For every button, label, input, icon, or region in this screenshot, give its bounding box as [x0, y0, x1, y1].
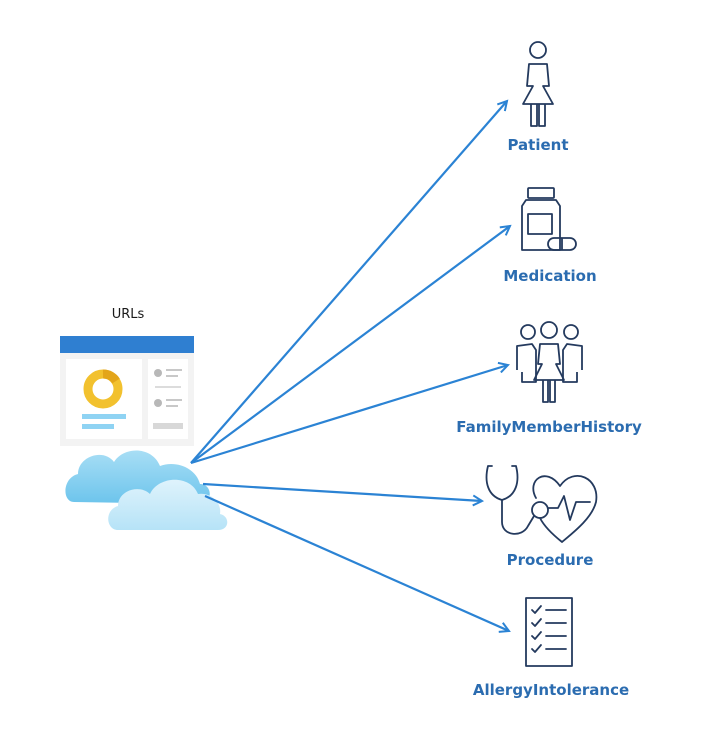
- arrow-to-familymemberhistory: [190, 365, 508, 465]
- source-label: URLs: [111, 307, 145, 322]
- medication-icon: [521, 187, 577, 251]
- patient-icon: [522, 41, 554, 127]
- arrow-to-procedure: [202, 482, 482, 501]
- arrow-to-medication: [190, 226, 510, 464]
- arrow-to-allergyintolerance: [204, 494, 509, 631]
- resource-label-patient: Patient: [507, 136, 569, 154]
- checklist-icon: [525, 597, 573, 667]
- arrow-to-patient: [190, 101, 507, 464]
- stethoscope-heart-icon: [485, 465, 598, 543]
- resource-label-familymemberhistory: FamilyMemberHistory: [456, 418, 642, 436]
- resource-label-medication: Medication: [503, 267, 597, 285]
- resource-label-allergyintolerance: AllergyIntolerance: [472, 681, 630, 699]
- resource-label-procedure: Procedure: [506, 551, 594, 569]
- family-icon: [516, 321, 583, 403]
- dashboard-cloud-icon: [60, 336, 228, 530]
- arrows: [190, 101, 510, 631]
